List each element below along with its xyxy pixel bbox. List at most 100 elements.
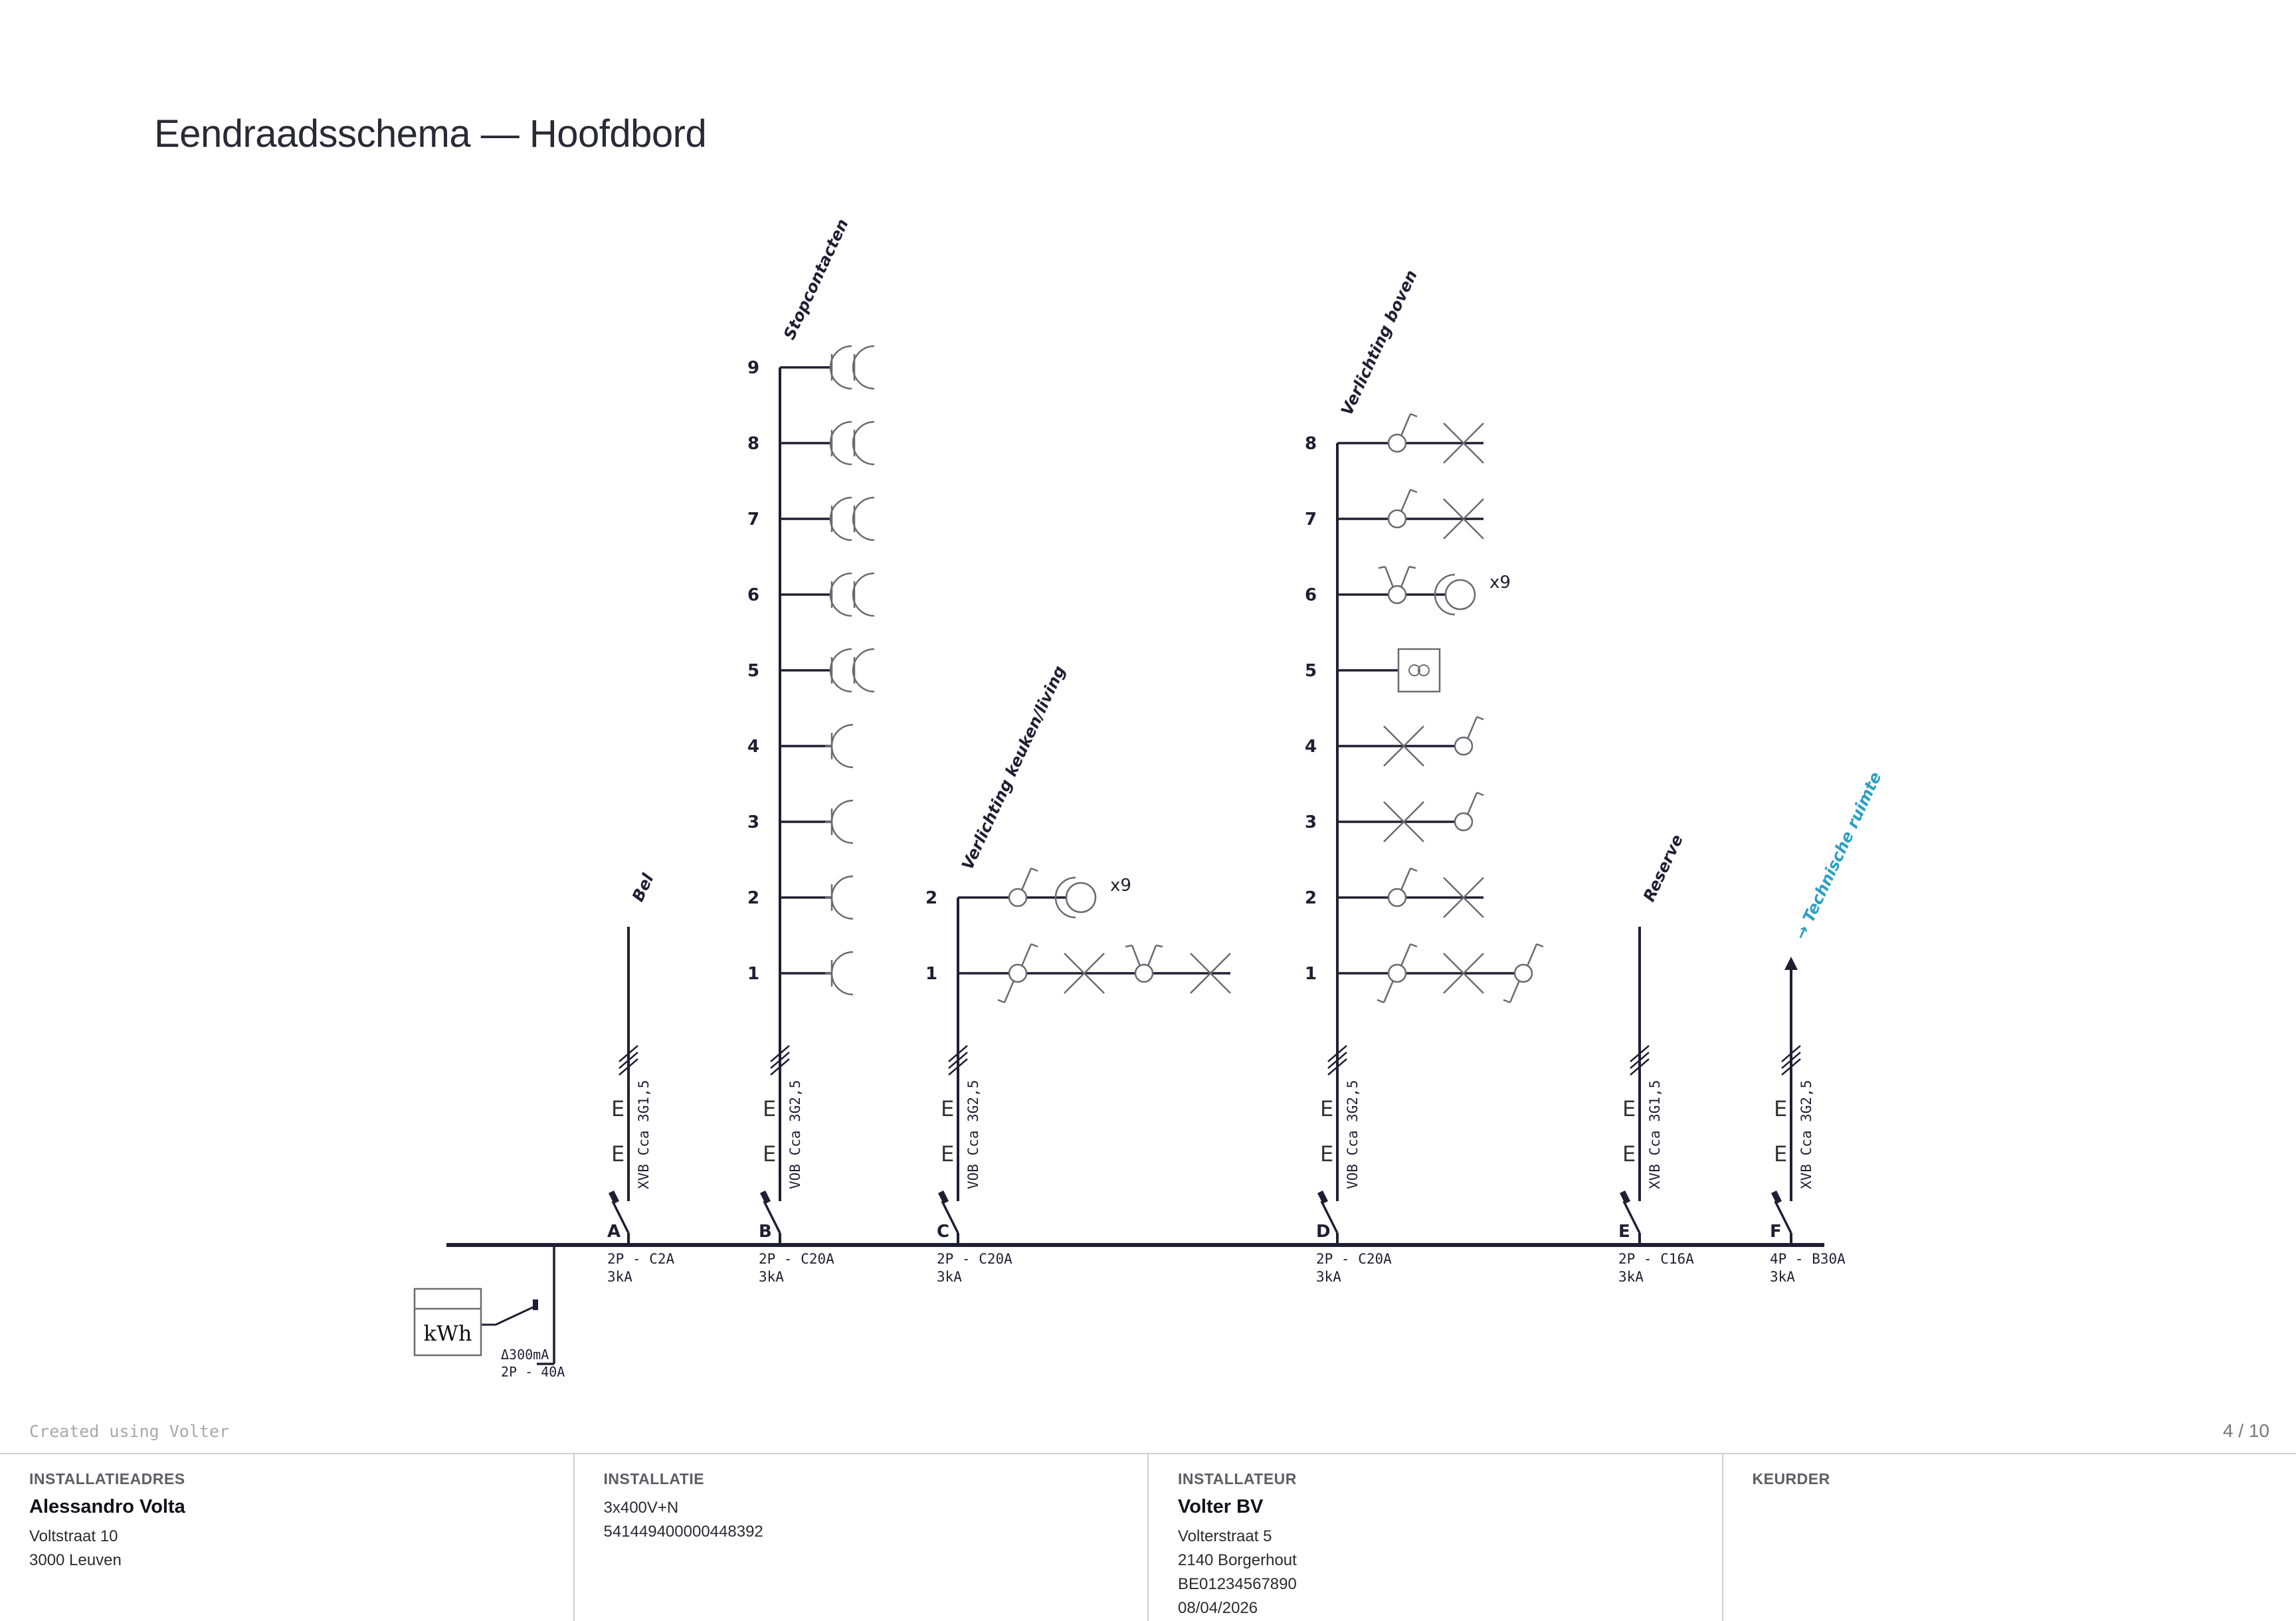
earth-marker: E [1622, 1096, 1636, 1121]
breaker-handle [941, 1192, 946, 1202]
point-number: 4 [1305, 737, 1317, 757]
switch-double-icon [1388, 586, 1406, 603]
cable-type: XVB Cca 3G1,5 [636, 1080, 652, 1189]
connection-point: 1 [925, 944, 1230, 1002]
breaker-rating: 2P - C20A [937, 1251, 1012, 1267]
switch-lever [1401, 490, 1410, 512]
arrow-up-icon [1784, 957, 1798, 970]
earth-marker: E [941, 1096, 954, 1121]
switch-lever [1022, 868, 1031, 890]
installer-line: 2140 Borgerhout [1178, 1549, 1693, 1573]
connection-point: 2 [1305, 868, 1483, 917]
spot-icon [1446, 580, 1475, 609]
earth-marker: E [1320, 1096, 1333, 1121]
point-number: 7 [747, 510, 759, 529]
main-breaker-rating: Δ300mA [501, 1347, 549, 1363]
point-number: 8 [747, 434, 759, 454]
connection-point: 2 [747, 876, 853, 919]
switch-lever [1031, 944, 1038, 947]
switch-lever [1477, 717, 1483, 719]
breaker-rating: 3kA [759, 1269, 784, 1285]
switch-lever [1410, 490, 1417, 492]
watermark: Created using Volter [29, 1422, 229, 1441]
point-number: 2 [925, 888, 937, 908]
point-number: 7 [1305, 510, 1317, 529]
installation-supply: 3x400V+N [604, 1496, 1119, 1520]
socket-icon [832, 876, 853, 919]
switch-lever [1156, 945, 1163, 947]
point-count: x9 [1110, 876, 1131, 896]
circuit-letter: E [1618, 1222, 1630, 1242]
cable-type: XVB Cca 3G2,5 [1798, 1080, 1814, 1189]
point-number: 6 [747, 585, 759, 605]
circuit-letter: A [607, 1222, 621, 1242]
circuit-name: Bel [628, 870, 658, 904]
breaker-rating: 3kA [1770, 1269, 1795, 1285]
breaker-rating: 2P - C20A [1316, 1251, 1392, 1267]
footer-label: KEURDER [1753, 1470, 2267, 1488]
switch-lever [1022, 944, 1031, 966]
switch-lever [1132, 945, 1140, 966]
breaker-rating: 3kA [937, 1269, 962, 1285]
socket-icon [832, 952, 853, 995]
breaker-rating: 3kA [607, 1269, 632, 1285]
switch-double-icon [1135, 965, 1153, 982]
switch-lever [1401, 868, 1410, 890]
footer-installer: INSTALLATEUR Volter BV Volterstraat 5 21… [1147, 1454, 1722, 1621]
earth-marker: E [763, 1141, 776, 1167]
owner-name: Alessandro Volta [29, 1496, 544, 1518]
socket-icon [830, 498, 852, 540]
socket-icon [830, 649, 852, 692]
socket-icon [853, 422, 874, 464]
switch-lever [1401, 944, 1410, 966]
point-number: 5 [1305, 661, 1317, 681]
connection-point: 3 [747, 801, 853, 843]
switch-lever [1410, 944, 1417, 947]
footer-label: INSTALLATIE [604, 1470, 1119, 1488]
address-line: Voltstraat 10 [29, 1525, 544, 1549]
installer-vat: BE01234567890 [1178, 1573, 1693, 1596]
switch-lever [1527, 944, 1537, 966]
earth-marker: E [1622, 1141, 1636, 1167]
connection-point: 9 [747, 346, 874, 389]
point-number: 2 [747, 888, 759, 908]
point-number: 1 [747, 964, 759, 984]
circuit-letter: C [937, 1222, 949, 1242]
breaker-rating: 2P - C16A [1618, 1251, 1694, 1267]
switch-lever [1385, 567, 1393, 587]
circuit-name: Stopcontacten [780, 216, 852, 342]
circuit-name: Reserve [1640, 832, 1687, 905]
earth-marker: E [1774, 1096, 1787, 1121]
point-number: 9 [747, 358, 759, 378]
point-number: 2 [1305, 888, 1317, 908]
circuit-letter: D [1316, 1222, 1331, 1242]
connection-point: 6x9 [1305, 567, 1511, 615]
connection-point: 5 [1305, 649, 1440, 692]
switch-lever [1468, 793, 1477, 814]
page-number: 4 / 10 [2223, 1420, 2269, 1442]
footer-inspector: KEURDER [1722, 1454, 2296, 1621]
address-line: 3000 Leuven [29, 1549, 544, 1573]
breaker-handle [1320, 1192, 1325, 1202]
circuit-name: Verlichting keuken/living [958, 663, 1069, 873]
socket-icon [853, 649, 874, 692]
connection-point: 6 [747, 573, 874, 616]
switch-lever [1401, 567, 1409, 587]
switch-lever [1537, 944, 1543, 947]
switch-lever [1379, 567, 1385, 568]
socket-icon [830, 346, 852, 389]
earth-marker: E [763, 1096, 776, 1121]
circuit-name: Verlichting boven [1337, 267, 1421, 418]
kwh-meter-label: kWh [424, 1321, 472, 1346]
switch-lever [1004, 981, 1014, 1002]
breaker-handle [1774, 1192, 1779, 1202]
switch-lever [998, 1000, 1004, 1002]
breaker-rating: 2P - C2A [607, 1251, 675, 1267]
earth-marker: E [611, 1096, 624, 1121]
switch-icon [1388, 510, 1406, 527]
